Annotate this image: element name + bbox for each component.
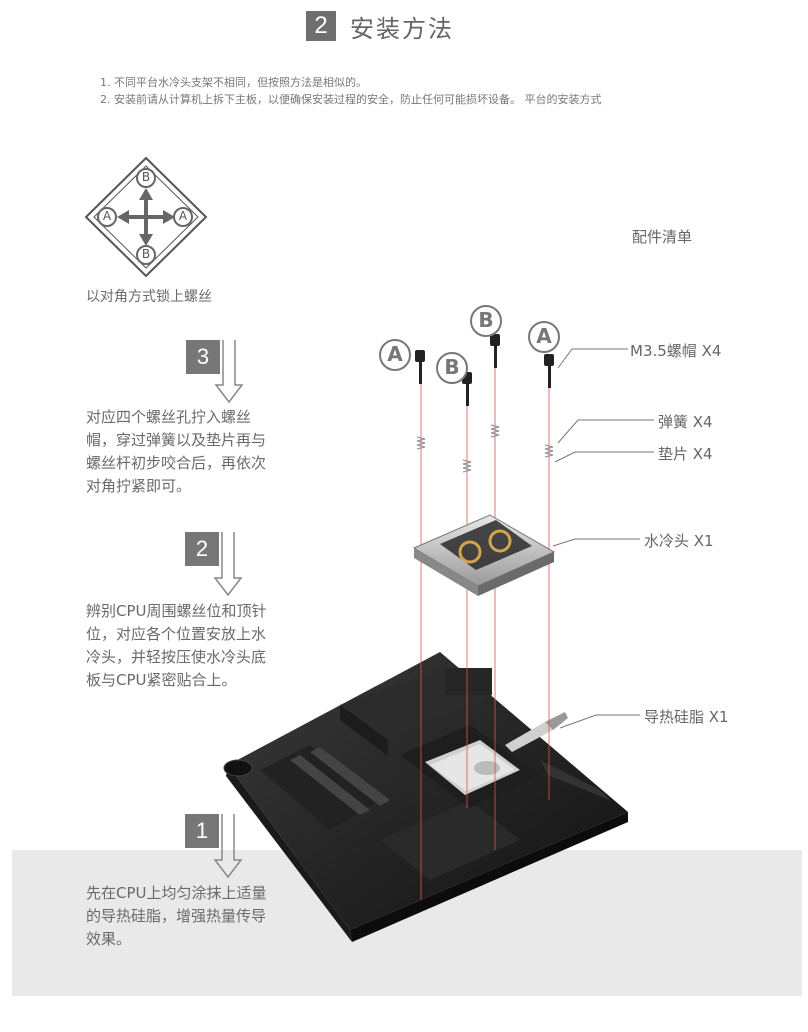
diagram-letter-right: A (177, 209, 189, 223)
screw-marker-label: A (534, 324, 554, 348)
step-number-badge: 3 (186, 340, 220, 374)
step-number-badge: 1 (185, 814, 219, 848)
screw-marker-label: A (385, 342, 405, 366)
diagram-letter-left: A (101, 209, 113, 223)
springs (417, 425, 553, 472)
screw-markers (380, 306, 559, 383)
part-label-nut: M3.5螺帽 X4 (630, 340, 721, 361)
part-label-washer: 垫片 X4 (658, 443, 713, 464)
motherboard-illustration (224, 652, 628, 942)
part-label-water-block: 水冷头 X1 (644, 530, 714, 551)
screw-marker-label: B (442, 355, 462, 379)
step-description: 对应四个螺丝孔拧入螺丝帽，穿过弹簧以及垫片再与螺丝杆初步咬合后，再依次对角拧紧即… (86, 406, 276, 498)
water-block-illustration (414, 515, 554, 596)
step-description: 先在CPU上均匀涂抹上适量的导热硅脂，增强热量传导效果。 (86, 882, 276, 951)
diagram-letter-top: B (140, 170, 152, 184)
diagram-letter-bottom: B (140, 247, 152, 261)
step-number-badge: 2 (185, 532, 219, 566)
part-label-spring: 弹簧 X4 (658, 411, 713, 432)
parts-list-title: 配件清单 (632, 226, 692, 247)
step-description: 辨别CPU周围螺丝位和顶针位，对应各个位置安放上水冷头，并轻按压使水冷头底板与C… (86, 600, 276, 692)
diagram-caption: 以对角方式锁上螺丝 (86, 286, 212, 306)
screw-marker-label: B (476, 308, 496, 332)
part-label-thermal-paste: 导热硅脂 X1 (644, 706, 729, 727)
part-leader-lines (553, 349, 654, 728)
